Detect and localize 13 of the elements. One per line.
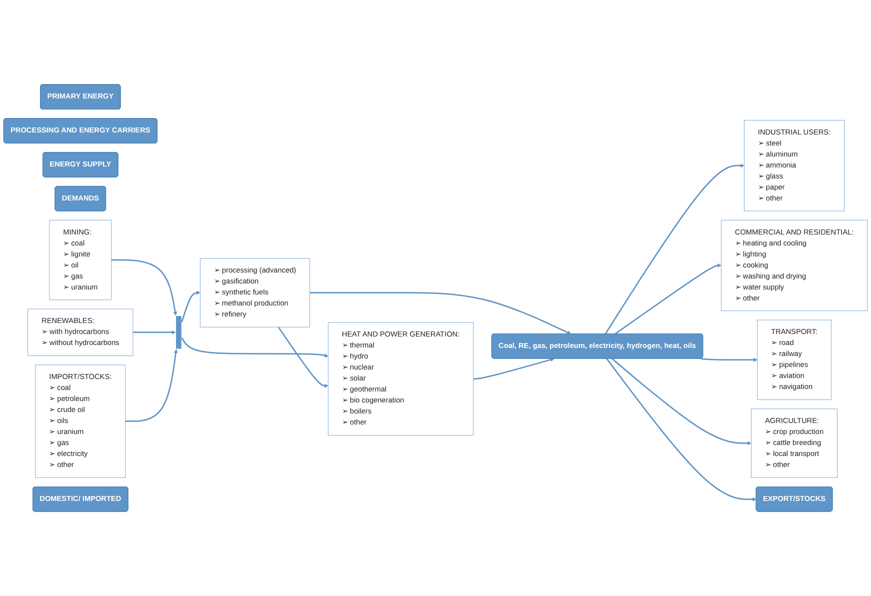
arrow [310,292,572,334]
arrow [181,338,328,358]
arrow [612,358,752,446]
arrow [181,290,200,322]
arrow [132,330,176,334]
arrow [473,358,554,380]
arrow [604,164,744,334]
arrow [125,349,178,422]
arrow [278,326,328,388]
arrow [111,259,178,316]
arrow [614,263,722,335]
arrow [606,358,756,502]
arrow [700,358,758,362]
